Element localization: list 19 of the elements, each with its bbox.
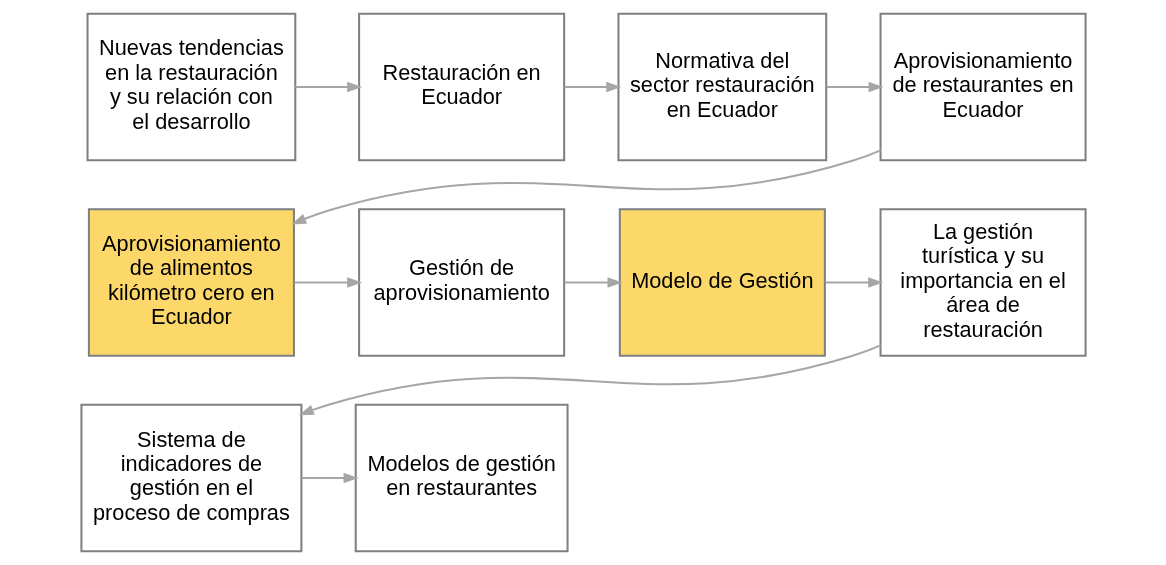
arrow [824, 277, 883, 288]
node-box: Gestión de aprovisionamiento [357, 208, 565, 357]
node-box: Nuevas tendencias en la restauración y su relación con el desarrollo [86, 12, 296, 162]
node-box: Aprovisionamiento de restaurantes en Ecuador [879, 12, 1087, 162]
arrow [564, 277, 622, 288]
arrow [298, 344, 881, 416]
arrow [294, 81, 362, 93]
node-box: Restauración en Ecuador [357, 12, 565, 162]
node-box: Aprovisionamiento de alimentos kilómetro cero en Ecuador [87, 208, 295, 357]
arrow [301, 472, 358, 484]
node-box: La gestión turística y su importancia en el área de restauración [879, 208, 1087, 357]
node-box: Sistema de indicadores de gestión en el proceso de compras [79, 403, 302, 553]
node-box: Normativa del sector restauración en Ecuador [616, 12, 827, 162]
arrow [293, 277, 362, 288]
node-box: Modelo de Gestión [618, 208, 826, 357]
arrow [290, 149, 881, 225]
arrow [564, 81, 621, 93]
arrow [826, 81, 884, 93]
node-box: Modelos de gestión en restaurantes [354, 403, 569, 553]
